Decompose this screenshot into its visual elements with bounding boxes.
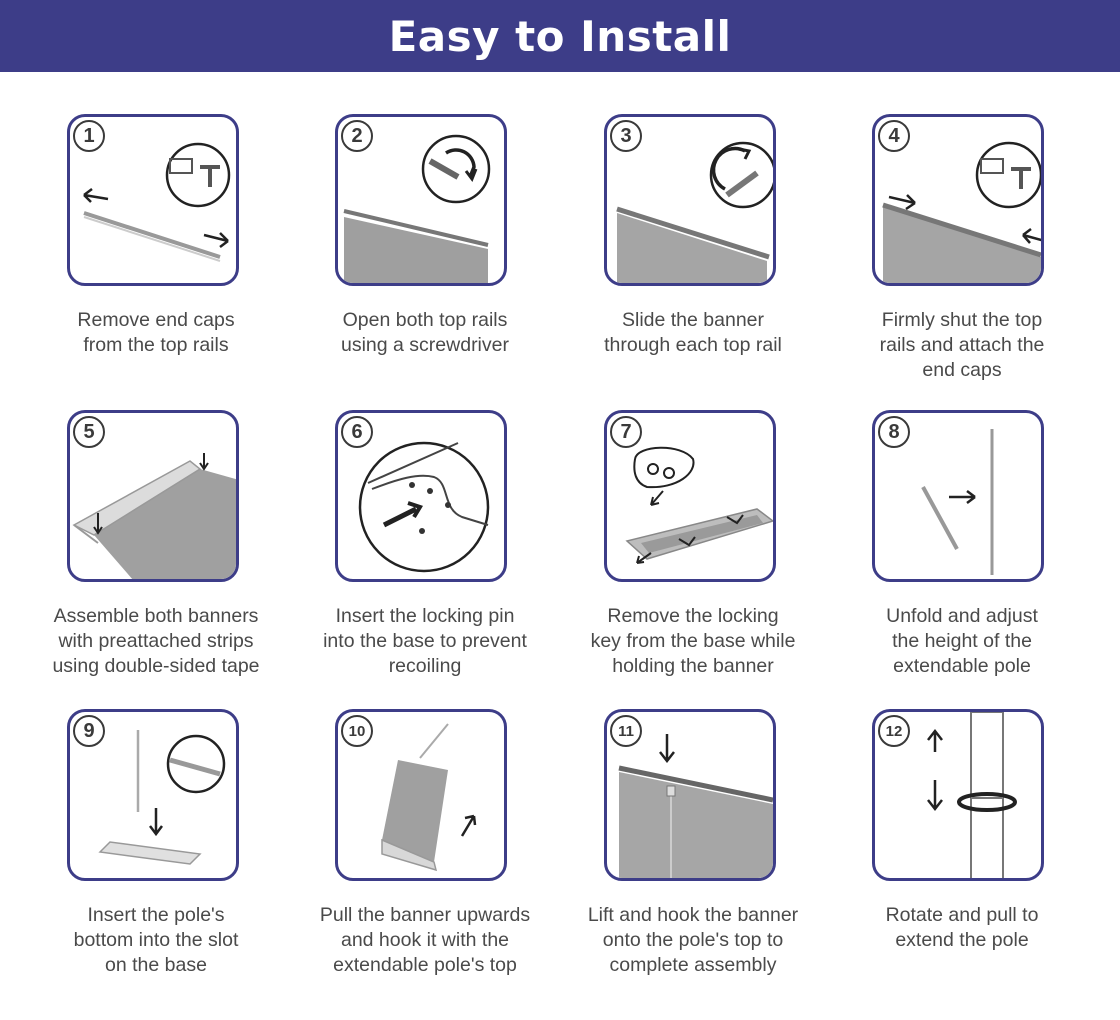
step-4: 4 Firmly shut the top rails and attach t… (832, 114, 1092, 394)
step-9-illustration: 9 (67, 709, 239, 881)
header-banner: Easy to Install (0, 0, 1120, 72)
step-6: 6 Insert the locking pin into the base t… (295, 410, 555, 690)
step-12-illustration: 12 (872, 709, 1044, 881)
step-1-illustration: 1 (67, 114, 239, 286)
step-6-illustration: 6 (335, 410, 507, 582)
step-number: 1 (73, 120, 105, 152)
step-11: 11 Lift and hook the banner onto the pol… (563, 709, 823, 989)
step-8-illustration: 8 (872, 410, 1044, 582)
step-number: 11 (610, 715, 642, 747)
insert-pole-icon (98, 730, 226, 865)
open-rails-icon (343, 134, 491, 283)
step-5: 5 Assemble both banners with preattached… (26, 410, 286, 690)
unfold-pole-icon (921, 429, 994, 575)
slide-banner-icon (616, 141, 773, 283)
page-title: Easy to Install (388, 11, 732, 61)
step-7: 7 Remove the locking key from the base w… (563, 410, 823, 690)
step-number: 2 (341, 120, 373, 152)
step-number: 7 (610, 416, 642, 448)
step-8: 8 Unfold and adjust the height of the ex… (832, 410, 1092, 690)
step-4-illustration: 4 (872, 114, 1044, 286)
step-6-caption: Insert the locking pin into the base to … (323, 605, 527, 677)
assemble-banners-icon (72, 453, 236, 579)
step-number: 3 (610, 120, 642, 152)
step-12-caption: Rotate and pull to extend the pole (885, 904, 1039, 951)
hook-banner-icon (618, 734, 773, 878)
step-10: 10 Pull the banner upwards and hook it w… (295, 709, 555, 989)
step-4-caption: Firmly shut the top rails and attach the… (879, 309, 1045, 381)
step-number: 10 (341, 715, 373, 747)
step-11-caption: Lift and hook the banner onto the pole's… (587, 904, 799, 976)
step-9-caption: Insert the pole's bottom into the slot o… (73, 904, 239, 976)
step-12: 12 Rotate and pull to extend the pole (832, 709, 1092, 989)
step-8-caption: Unfold and adjust the height of the exte… (886, 605, 1038, 677)
remove-end-caps-icon (83, 142, 231, 262)
locking-key-icon (625, 446, 773, 564)
step-3: 3 Slide the banner through each top rail (563, 114, 823, 394)
step-10-caption: Pull the banner upwards and hook it with… (319, 904, 531, 976)
step-number: 12 (878, 715, 910, 747)
step-5-illustration: 5 (67, 410, 239, 582)
step-number: 9 (73, 715, 105, 747)
step-10-illustration: 10 (335, 709, 507, 881)
step-7-caption: Remove the locking key from the base whi… (590, 605, 796, 677)
rotate-pole-icon (927, 712, 1017, 878)
pull-banner-icon (381, 723, 477, 872)
step-number: 5 (73, 416, 105, 448)
step-11-illustration: 11 (604, 709, 776, 881)
step-9: 9 Insert the pole's bottom into the slot… (26, 709, 286, 989)
step-2-caption: Open both top rails using a screwdriver (341, 309, 509, 356)
step-5-caption: Assemble both banners with preattached s… (52, 605, 260, 677)
step-3-illustration: 3 (604, 114, 776, 286)
step-3-caption: Slide the banner through each top rail (604, 309, 782, 356)
step-2: 2 Open both top rails using a screwdrive… (295, 114, 555, 394)
step-number: 6 (341, 416, 373, 448)
step-7-illustration: 7 (604, 410, 776, 582)
step-1: 1 Remove end caps from the top rails (26, 114, 286, 394)
step-number: 4 (878, 120, 910, 152)
locking-pin-icon (358, 441, 490, 573)
attach-end-caps-icon (882, 141, 1041, 283)
step-1-caption: Remove end caps from the top rails (77, 309, 235, 356)
step-number: 8 (878, 416, 910, 448)
step-2-illustration: 2 (335, 114, 507, 286)
